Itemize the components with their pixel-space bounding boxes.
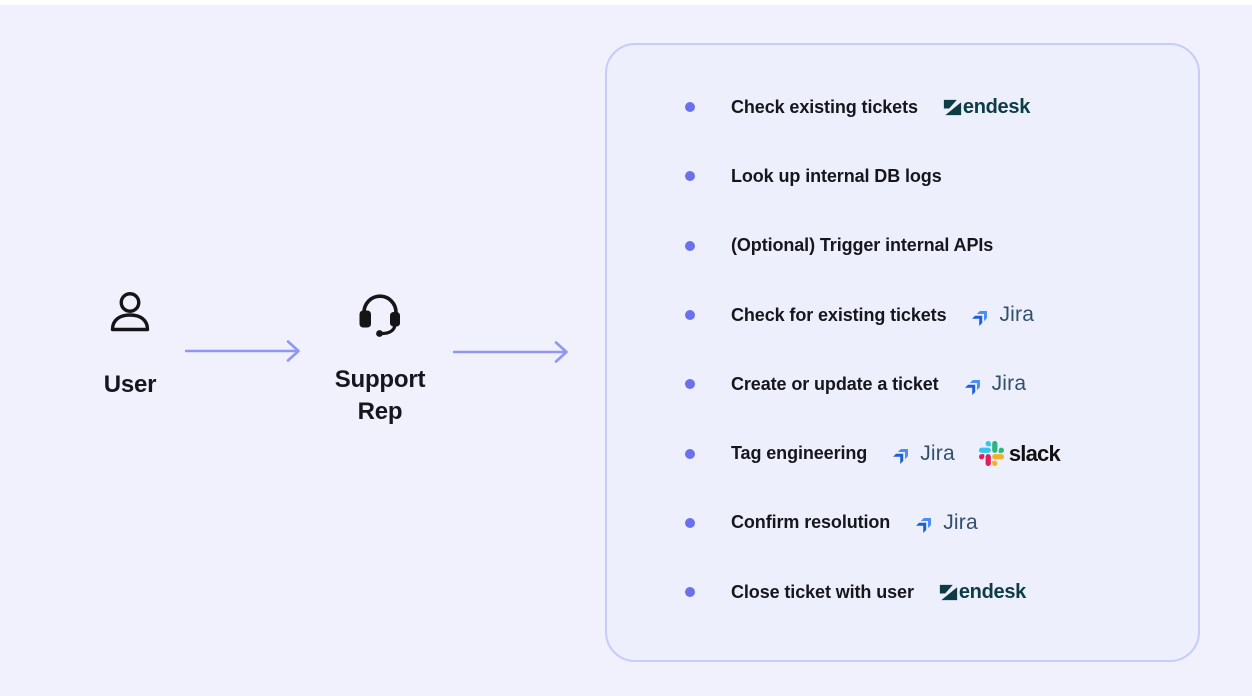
- jira-logo: Jira: [890, 440, 955, 467]
- support-rep-label: Support Rep: [334, 366, 426, 426]
- arrow-right-icon: [184, 338, 309, 369]
- user-label: User: [103, 371, 157, 398]
- jira-wordmark: Jira: [999, 303, 1035, 327]
- jira-wordmark: Jira: [991, 372, 1027, 396]
- list-item: (Optional) Trigger internal APIs: [607, 211, 1198, 280]
- list-item-label: Check for existing tickets: [731, 304, 947, 325]
- jira-arrows-mark-icon: [893, 449, 909, 465]
- jira-logo: Jira: [962, 371, 1027, 398]
- user-actor: User: [70, 289, 190, 401]
- list-item: Look up internal DB logs: [607, 142, 1198, 211]
- zendesk-logo: endesk: [941, 96, 1030, 119]
- list-item-logos: endesk: [937, 581, 1026, 604]
- slack-octothorpe-mark-icon: [978, 441, 1004, 467]
- list-item: Check existing tickets endesk: [607, 73, 1198, 142]
- list-item: Check for existing tickets Jira: [607, 280, 1198, 349]
- zendesk-z-mark-icon: [943, 99, 962, 115]
- list-item-logos: Jira: [969, 302, 1034, 329]
- zendesk-wordmark: endesk: [958, 580, 1026, 603]
- bullet-dot: [685, 171, 695, 182]
- top-edge-strip: [0, 0, 1252, 5]
- zendesk-z-mark-icon: [939, 584, 957, 600]
- list-item: Create or update a ticket Jira: [607, 350, 1198, 419]
- zendesk-wordmark: endesk: [962, 95, 1031, 118]
- bullet-dot: [685, 448, 695, 459]
- jira-wordmark: Jira: [920, 441, 955, 465]
- slack-wordmark: slack: [1008, 440, 1061, 466]
- list-item-logos: endesk: [941, 96, 1030, 119]
- list-item-logos: Jira slack: [890, 440, 1061, 467]
- person-icon: [110, 292, 150, 332]
- list-item-label: Tag engineering: [731, 443, 868, 464]
- bullet-dot: [685, 587, 695, 598]
- headset-icon: [359, 294, 400, 337]
- jira-arrows-mark-icon: [916, 518, 932, 534]
- arrow-right-icon: [452, 339, 577, 370]
- list-item-label: Check existing tickets: [731, 96, 918, 117]
- bullet-dot: [685, 240, 695, 251]
- list-item-label: Close ticket with user: [731, 581, 914, 602]
- list-item: Tag engineering Jira slack: [607, 419, 1198, 488]
- list-item-label: Confirm resolution: [731, 512, 891, 533]
- list-item: Close ticket with user endesk: [607, 558, 1198, 627]
- zendesk-logo: endesk: [937, 581, 1026, 604]
- jira-wordmark: Jira: [943, 510, 978, 534]
- tasks-panel: Check existing tickets endesk Look up in…: [605, 43, 1200, 662]
- list-item-logos: Jira: [913, 509, 978, 536]
- jira-logo: Jira: [913, 509, 978, 536]
- jira-logo: Jira: [969, 302, 1034, 329]
- task-list: Check existing tickets endesk Look up in…: [607, 73, 1198, 627]
- list-item-label: (Optional) Trigger internal APIs: [731, 235, 994, 256]
- bullet-dot: [685, 102, 695, 113]
- list-item-label: Look up internal DB logs: [731, 165, 942, 186]
- jira-arrows-mark-icon: [972, 310, 988, 326]
- slack-logo: slack: [978, 440, 1061, 467]
- list-item: Confirm resolution Jira: [607, 488, 1198, 557]
- jira-arrows-mark-icon: [964, 379, 980, 395]
- bullet-dot: [685, 310, 695, 321]
- list-item-label: Create or update a ticket: [731, 373, 939, 394]
- list-item-logos: Jira: [962, 371, 1027, 398]
- support-rep-actor: Support Rep: [316, 288, 444, 429]
- bullet-dot: [685, 379, 695, 390]
- bullet-dot: [685, 517, 695, 528]
